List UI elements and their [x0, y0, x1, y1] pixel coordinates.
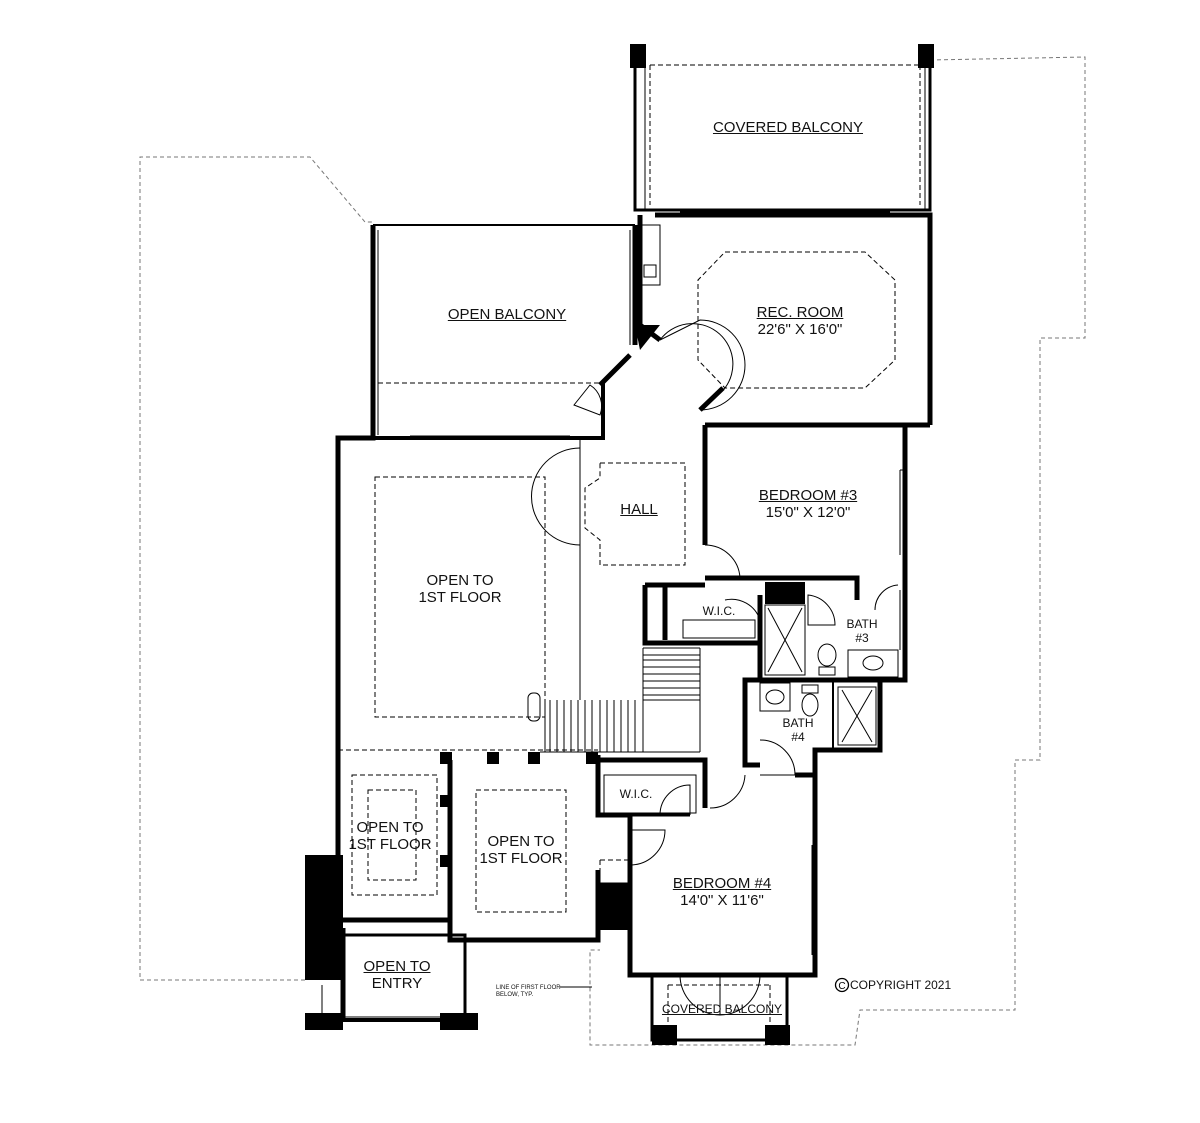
open-to-1st-left-label: OPEN TO 1ST FLOOR: [340, 819, 440, 853]
open-to-1st-center-line1: OPEN TO: [487, 833, 555, 850]
svg-text:C: C: [838, 981, 845, 992]
rec-room-dims: 22'6" X 16'0": [757, 321, 843, 338]
first-floor-line-note-line1: LINE OF FIRST FLOOR: [496, 985, 561, 991]
wic-lower-label: W.I.C.: [619, 787, 653, 801]
first-floor-line-note: LINE OF FIRST FLOOR BELOW, TYP.: [496, 985, 566, 999]
bedroom4-label: BEDROOM #4 14'0" X 11'6": [652, 875, 792, 909]
bath3-line2: #3: [855, 631, 869, 645]
rec-room-label: REC. ROOM 22'6" X 16'0": [735, 304, 865, 338]
open-to-1st-left-line2: 1ST FLOOR: [348, 836, 432, 853]
bedroom4-dims: 14'0" X 11'6": [680, 892, 764, 909]
first-floor-line-note-line2: BELOW, TYP.: [496, 992, 534, 998]
first-floor-outline: [139, 56, 1086, 1046]
open-to-1st-large-label: OPEN TO 1ST FLOOR: [400, 572, 520, 606]
bath4-line2: #4: [791, 730, 805, 744]
stairs: [527, 647, 701, 753]
open-to-1st-large-line2: 1ST FLOOR: [418, 589, 502, 606]
rec-room-name: REC. ROOM: [756, 304, 844, 321]
open-to-1st-center-label: OPEN TO 1ST FLOOR: [470, 833, 572, 867]
bath4-line1: BATH: [782, 716, 814, 730]
bedroom3-dims: 15'0" X 12'0": [765, 504, 851, 521]
bedroom4-name: BEDROOM #4: [672, 875, 772, 892]
bath4-label: BATH #4: [774, 716, 822, 744]
open-to-1st-left-line1: OPEN TO: [356, 819, 424, 836]
covered-balcony-top-label: COVERED BALCONY: [712, 119, 864, 136]
door-swings: [531, 319, 899, 1016]
open-to-entry-label: OPEN TO ENTRY: [350, 958, 444, 992]
wall-blocks: [305, 44, 934, 1045]
open-balcony-label: OPEN BALCONY: [447, 306, 567, 323]
open-to-1st-large-line1: OPEN TO: [426, 572, 494, 589]
open-to-entry-line1: OPEN TO: [363, 958, 431, 975]
wic-upper-label: W.I.C.: [702, 604, 736, 618]
hall-label: HALL: [620, 501, 658, 518]
bedroom3-name: BEDROOM #3: [758, 487, 858, 504]
open-to-1st-center-line2: 1ST FLOOR: [479, 850, 563, 867]
window-lines: [321, 60, 926, 1018]
bedroom3-label: BEDROOM #3 15'0" X 12'0": [738, 487, 878, 521]
dashed-outlines: [338, 64, 921, 1025]
bath-fixtures: [603, 224, 899, 814]
bath3-line1: BATH: [846, 617, 878, 631]
bath3-label: BATH #3: [838, 617, 886, 645]
open-to-entry-line2: ENTRY: [371, 975, 423, 992]
covered-balcony-bottom-label: COVERED BALCONY: [661, 1002, 783, 1016]
copyright-icon: C: [834, 977, 850, 993]
copyright-text: COPYRIGHT 2021: [850, 978, 952, 992]
